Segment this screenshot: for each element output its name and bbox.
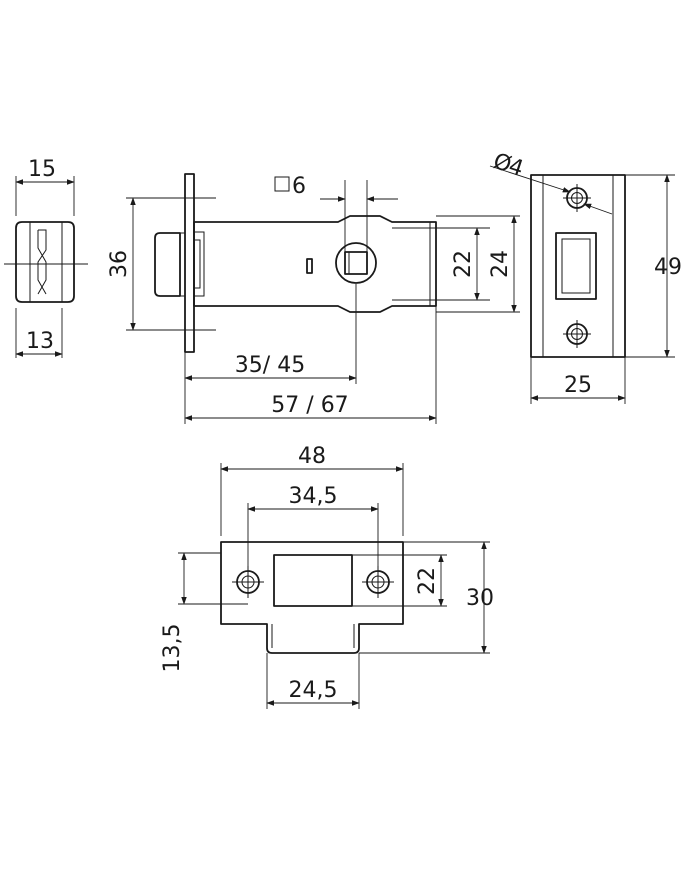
dim-label-strike-22: 22	[415, 567, 440, 595]
ext-22-30	[352, 541, 490, 654]
latch-case	[193, 215, 437, 313]
ext-48	[220, 463, 404, 536]
latch-faceplate	[184, 173, 195, 353]
faceplate-bolt-opening	[555, 232, 597, 300]
dim-label-24-5: 24,5	[289, 678, 338, 703]
square-symbol-icon	[274, 176, 290, 192]
faceplate-opening-inner	[561, 238, 591, 294]
faceplate-view: Ø 4 49 25	[489, 149, 682, 404]
ext-22-24	[392, 215, 520, 313]
dim-label-13: 13	[26, 329, 54, 354]
dia-leader	[489, 165, 571, 193]
strike-opening	[273, 554, 353, 607]
faceplate-inner-lines	[542, 175, 614, 357]
bolt-joint	[180, 232, 185, 297]
latch-bolt	[154, 232, 181, 297]
dim-label-30: 30	[466, 586, 494, 611]
dim-label-backset: 35/ 45	[235, 353, 305, 378]
dim-label-15: 15	[28, 157, 56, 182]
follower-square-hole	[344, 251, 368, 275]
side-view: 15 13	[4, 157, 88, 358]
dim-label-total: 57 / 67	[271, 393, 348, 418]
side-ext-lines	[15, 176, 75, 358]
follower-hub	[335, 242, 377, 284]
dim-label-22: 22	[451, 250, 476, 278]
side-profile	[37, 229, 47, 295]
dia-leader-opposite	[583, 203, 613, 215]
latch-slot	[306, 258, 313, 274]
side-body-inner-lines	[29, 222, 63, 302]
dim-label-34-5: 34,5	[289, 484, 338, 509]
strike-lip-inner	[271, 624, 355, 648]
faceplate-centerlines	[563, 184, 591, 348]
square-ext-lines	[344, 180, 368, 252]
dim-label-13-5: 13,5	[160, 624, 185, 673]
ext-backset	[184, 284, 437, 424]
latch-case-detail	[194, 231, 205, 297]
side-body	[15, 221, 75, 303]
dim-label-48: 48	[298, 444, 326, 469]
ext-24-5	[266, 653, 360, 709]
faceplate-outline	[530, 174, 626, 358]
dim-label-49: 49	[654, 255, 682, 280]
ext-36	[126, 197, 216, 331]
ext-34-5	[247, 503, 379, 566]
strike-plate-outline	[220, 541, 404, 654]
dim-label-dia-group: Ø 4	[490, 149, 526, 182]
dim-label-36: 36	[107, 250, 132, 278]
dim-label-24: 24	[488, 250, 513, 278]
dim-label-25: 25	[564, 373, 592, 398]
strike-centerlines	[232, 566, 394, 598]
strike-plate-view: 48 34,5 22 30 13,5 24,5	[160, 444, 494, 709]
latch-top-view: 6 36 22 24 35/ 45 57 / 67	[107, 173, 520, 424]
dim-label-square: 6	[292, 174, 306, 199]
